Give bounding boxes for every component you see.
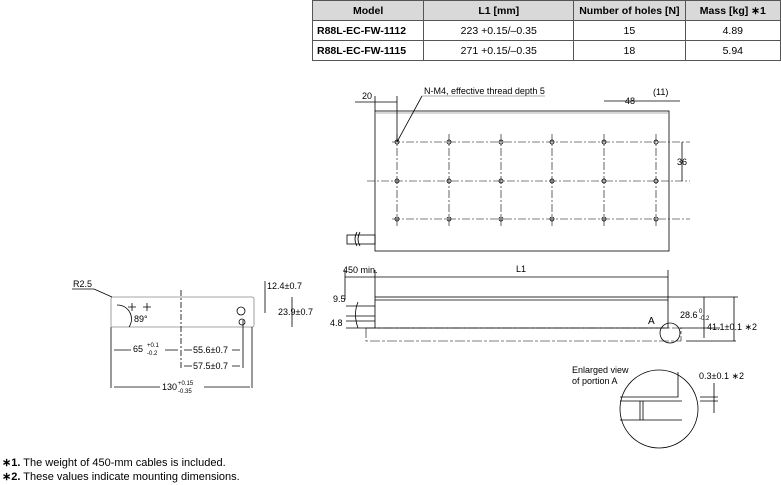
- mounting-hole: [653, 178, 659, 184]
- side-view: 450 min. L1 9.5 4.8 A 28.6 0 -0.2 41.1±0…: [330, 264, 757, 344]
- note-mark: ∗1.: [2, 457, 21, 469]
- note-mark: ∗2.: [2, 471, 21, 483]
- dim-55-6: 55.6±0.7: [193, 345, 228, 355]
- col-l1: L1 [mm]: [423, 0, 575, 21]
- thread-note: N-M4, effective thread depth 5: [424, 86, 545, 96]
- cell-mass: 5.94: [684, 40, 781, 61]
- mounting-hole: [601, 178, 607, 184]
- dim-130: 130: [162, 382, 177, 392]
- mounting-hole: [498, 139, 504, 145]
- table-row: R88L-EC-FW-1115 271 +0.15/–0.35 18 5.94: [311, 40, 781, 61]
- cell-l1: 271 +0.15/–0.35: [423, 40, 575, 61]
- side-body: [374, 296, 669, 329]
- tol-up: 0: [699, 309, 703, 315]
- tol-dn: -0.35: [178, 389, 192, 395]
- enlarged-label: of portion A: [572, 376, 618, 386]
- cell-model: R88L-EC-FW-1115: [311, 40, 425, 61]
- mounting-hole: [549, 139, 555, 145]
- bracket-body: [110, 296, 255, 328]
- dim-36: 36: [677, 157, 687, 167]
- dim-41-1: 41.1±0.1 ∗2: [707, 322, 757, 332]
- tol-up: +0.1: [147, 343, 160, 349]
- mounting-hole: [549, 178, 555, 184]
- tol-up: +0.15: [178, 381, 194, 387]
- dim-12-4: 12.4±0.7: [267, 281, 302, 291]
- dim-0-3: 0.3±0.1 ∗2: [699, 371, 744, 381]
- dim-11: (11): [653, 87, 668, 97]
- note-text: These values indicate mounting dimension…: [20, 471, 240, 483]
- portion-a-label: A: [648, 316, 655, 327]
- dim-9-5: 9.5: [333, 294, 346, 304]
- tol-dn: -0.2: [699, 316, 710, 322]
- cable: [346, 234, 376, 245]
- footnote-2: ∗2. These values indicate mounting dimen…: [2, 470, 240, 483]
- dim-28-6: 28.6: [680, 310, 698, 320]
- dim-l1: L1: [516, 264, 526, 274]
- mounting-hole: [394, 178, 400, 184]
- mounting-hole: [601, 139, 607, 145]
- mounting-hole: [653, 139, 659, 145]
- dim-r25: R2.5: [73, 279, 92, 289]
- note-text: The weight of 450-mm cables is included.: [20, 457, 226, 469]
- dim-450: 450 min.: [343, 265, 378, 275]
- table-header-row: Model L1 [mm] Number of holes [N] Mass […: [311, 0, 781, 21]
- top-view: 20 N-M4, effective thread depth 5 48 (11…: [346, 86, 690, 252]
- enlarged-label: Enlarged view: [572, 365, 629, 375]
- mounting-hole: [601, 216, 607, 222]
- dim-23-9: 23.9±0.7: [278, 307, 313, 317]
- dim-angle: 89°: [134, 314, 148, 324]
- dim-48: 48: [625, 96, 635, 106]
- col-holes: Number of holes [N]: [573, 0, 686, 21]
- mounting-hole: [653, 216, 659, 222]
- bracket-view: R2.5 89° 12.4±0.7 23.9±0.7 65 +0.1 -0.2 …: [72, 279, 313, 395]
- mounting-hole: [446, 139, 452, 145]
- mounting-hole: [549, 216, 555, 222]
- mounting-hole: [498, 216, 504, 222]
- dim-20: 20: [362, 91, 372, 101]
- dim-4-8: 4.8: [330, 318, 343, 328]
- specs-table: Model L1 [mm] Number of holes [N] Mass […: [311, 0, 781, 61]
- col-model: Model: [311, 0, 425, 21]
- mounting-hole: [498, 178, 504, 184]
- footnote-1: ∗1. The weight of 450-mm cables is inclu…: [2, 456, 226, 469]
- mounting-hole: [394, 216, 400, 222]
- tol-dn: -0.2: [147, 351, 158, 357]
- dim-65: 65: [133, 344, 143, 354]
- mounting-hole: [446, 216, 452, 222]
- enlarged-view: Enlarged view of portion A 0.3±0.1 ∗2: [572, 365, 744, 449]
- mounting-hole: [446, 178, 452, 184]
- dim-57-5: 57.5±0.7: [193, 361, 228, 371]
